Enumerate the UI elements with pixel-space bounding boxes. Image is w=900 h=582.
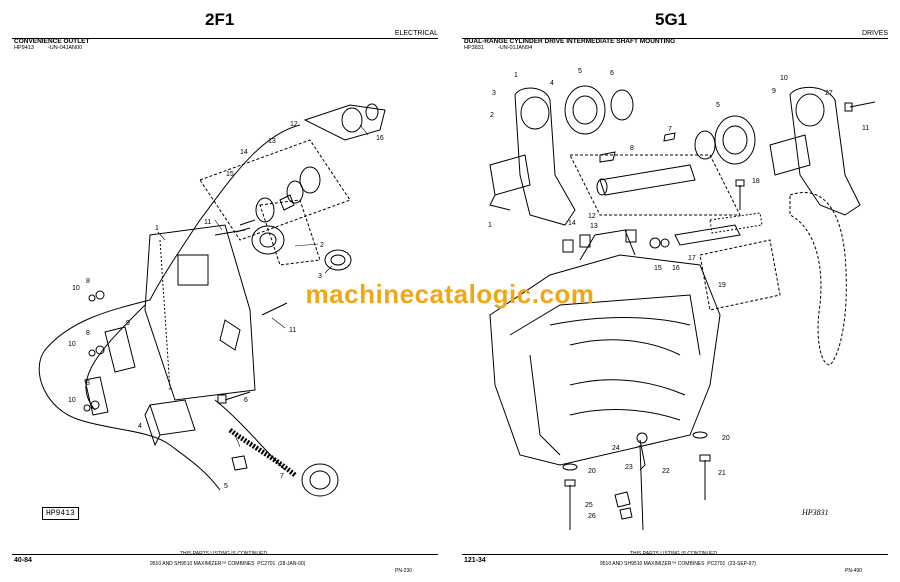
continued-note: THIS PARTS LISTING IS CONTINUED [180, 551, 268, 557]
pn-code: PN-490 [845, 568, 862, 574]
figure-title: CONVENIENCE OUTLET [14, 38, 90, 45]
callout-7: 7 [280, 473, 284, 480]
callout-11a: 11 [204, 219, 211, 226]
figure-box-label: HP9413 [42, 507, 79, 520]
combines-note: 9510 AND SH9510 MAXIMIZER™ COMBINES PC27… [150, 561, 306, 567]
header-rule [462, 38, 888, 39]
callout-10b: 10 [68, 341, 76, 348]
section-number: 5G1 [655, 10, 688, 29]
page-number: 40-84 [14, 557, 32, 564]
callout-1a: 1 [514, 72, 518, 79]
callout-2: 2 [320, 242, 324, 249]
callout-13: 13 [590, 223, 598, 230]
callout-21: 21 [718, 470, 726, 477]
callout-9: 9 [772, 88, 776, 95]
section-category: ELECTRICAL [394, 30, 438, 37]
callout-24: 24 [612, 445, 620, 452]
callout-6: 6 [610, 70, 614, 77]
callout-8b: 8 [86, 330, 90, 337]
callout-25: 25 [585, 502, 593, 509]
callout-14: 14 [568, 220, 576, 227]
callout-12a: 12 [588, 213, 596, 220]
callout-6: 6 [244, 397, 248, 404]
callout-7: 7 [668, 126, 672, 133]
callout-14: 14 [240, 149, 248, 156]
page-number: 121-34 [464, 557, 486, 564]
callout-1: 1 [155, 225, 159, 232]
callout-9: 9 [126, 320, 130, 327]
callout-16: 16 [376, 135, 384, 142]
callout-22: 22 [662, 468, 670, 475]
figure-title: DUAL-RANGE CYLINDER DRIVE INTERMEDIATE S… [464, 38, 676, 45]
callout-10a: 10 [72, 285, 80, 292]
callout-16: 16 [672, 265, 680, 272]
callout-4: 4 [138, 423, 142, 430]
callout-4: 4 [550, 80, 554, 87]
combines-note: 9510 AND SH9510 MAXIMIZER™ COMBINES PC27… [600, 561, 756, 567]
callout-17: 17 [688, 255, 696, 262]
callout-8c: 8 [86, 380, 90, 387]
callout-27: 27 [825, 90, 833, 97]
figure-code: HP3831-UN-01JAN94 [464, 45, 533, 51]
pn-code: PN-230 [395, 568, 412, 574]
callout-8: 8 [630, 145, 634, 152]
callout-12: 12 [290, 121, 298, 128]
footer-rule [462, 554, 888, 555]
right-page: 5G1 DRIVES DUAL-RANGE CYLINDER DRIVE INT… [450, 0, 900, 582]
callout-15: 15 [654, 265, 662, 272]
watermark: machinecatalogic.com [305, 279, 595, 309]
section-category: DRIVES [861, 30, 888, 37]
callout-5: 5 [224, 483, 228, 490]
callout-1b: 1 [488, 222, 492, 229]
callout-10: 10 [780, 75, 788, 82]
callout-15: 15 [226, 171, 234, 178]
callout-2: 2 [490, 112, 494, 119]
callout-3: 3 [318, 273, 322, 280]
callout-23: 23 [625, 464, 633, 471]
section-number: 2F1 [205, 10, 235, 29]
header-rule [12, 38, 438, 39]
callout-20b: 20 [588, 468, 596, 475]
callout-19: 19 [718, 282, 726, 289]
callout-10c: 10 [68, 397, 76, 404]
callout-5a: 5 [578, 68, 582, 75]
callout-20a: 20 [722, 435, 730, 442]
callout-5b: 5 [716, 102, 720, 109]
figure-code: HP9413-UN-04JAN00 [14, 45, 83, 51]
left-page: 2F1 ELECTRICAL CONVENIENCE OUTLET HP9413… [12, 10, 438, 574]
callout-11: 11 [862, 125, 869, 132]
callout-13: 13 [268, 138, 276, 145]
callout-11b: 11 [289, 327, 296, 334]
exploded-parts-diagram: 1 2 3 4 5 6 7 8 8 8 9 10 10 10 11 11 12 … [38, 103, 386, 497]
continued-note: THIS PARTS LISTING IS CONTINUED [630, 551, 718, 557]
callout-8a: 8 [86, 278, 90, 285]
callout-18: 18 [752, 178, 760, 185]
footer-rule [12, 554, 438, 555]
callout-3: 3 [492, 90, 496, 97]
callout-26: 26 [588, 513, 596, 520]
exploded-parts-diagram: 1 1 2 3 4 5 5 6 7 8 9 10 11 12 13 14 15 … [488, 68, 876, 531]
figure-art-label: HP3831 [802, 508, 829, 517]
